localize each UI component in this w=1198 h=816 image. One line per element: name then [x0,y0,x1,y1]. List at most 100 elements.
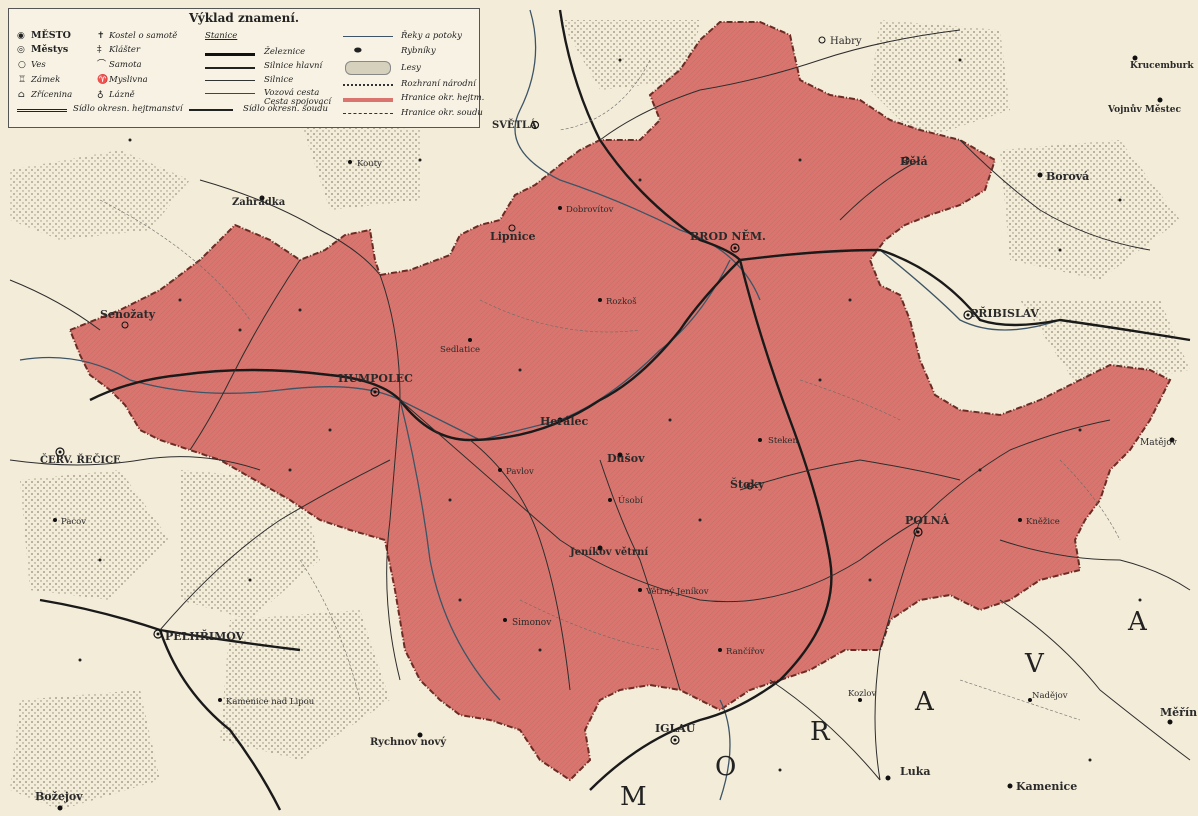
town-polna[interactable]: POLNÁ [905,513,950,537]
town-lipnice[interactable]: Lipnice [490,224,535,243]
forest-swatch-icon [345,61,391,75]
legend-item: Řeky a potoky [401,31,462,41]
solitude-symbol-icon: ⌒ [97,60,107,70]
legend-title: Výklad znamení. [188,11,300,25]
town-kozlov[interactable]: Kozlov [848,689,877,702]
town-label: Senožaty [100,308,156,321]
town-jenikov-vetrni[interactable]: Jeníkov větrní [569,545,648,559]
town-sedlatice[interactable]: Sedlatice [440,338,480,355]
town-pribislav[interactable]: PŘIBISLAV [963,306,1039,320]
town-svetla[interactable]: SVĚTLÁ [492,119,540,131]
region-text-morava: M O R A V A [620,607,1148,812]
town-pacov[interactable]: Pacov [53,517,86,527]
town-label: Kouty [357,159,382,169]
town-rozkos[interactable]: Rozkoš [598,296,637,307]
region-letter: M [620,782,647,812]
town-dobrovitov[interactable]: Dobrovítov [558,204,614,215]
town-label: Habry [830,36,862,47]
town-luka[interactable]: Luka [885,765,931,781]
legend-item: Lesy [401,63,421,73]
town-label: POLNÁ [905,513,950,527]
town-label: HUMPOLEC [338,372,413,385]
town-iglau[interactable]: IGLAU [655,722,696,745]
town-label: Krucemburk [1130,61,1194,71]
town-dusov[interactable]: Dušov [607,452,645,465]
town-simonov[interactable]: Simonov [503,618,552,628]
town-heralec[interactable]: Herálec [540,415,588,428]
legend-item: Hranice okr. hejtm. [401,93,485,103]
town-merin[interactable]: Měřín [1160,706,1197,725]
town-label: Měřín [1160,706,1197,719]
town-steken[interactable]: Steken [758,436,798,446]
town-label: Simonov [512,618,552,628]
legend-item: Zřícenina [31,90,73,100]
town-label: Kněžice [1026,516,1060,527]
region-letter: V [1024,649,1045,679]
region-letter: R [810,717,831,747]
town-label: Matějov [1140,437,1178,448]
town-usobi[interactable]: Úsobí [608,494,643,506]
town-zahradka[interactable]: Zahrádka [232,195,286,209]
town-borova[interactable]: Borová [1037,170,1090,183]
roads [9,29,1191,781]
town-pavlov[interactable]: Pavlov [498,467,534,477]
town-pelhrimov[interactable]: PELHŘIMOV [153,629,245,643]
town-label: Dušov [607,452,645,465]
town-rancirov[interactable]: Rančířov [718,646,765,657]
town-label: Úsobí [618,494,643,506]
district-hatching [70,22,1170,780]
town-label: ČERV. ŘEČICE [40,454,121,466]
town-label: Zahrádka [232,197,286,208]
town-label: Lipnice [490,230,535,243]
village-dots [78,58,1142,772]
town-label: Bělá [900,155,928,168]
town-cerv-recice[interactable]: ČERV. ŘEČICE [40,447,121,466]
town-label: Pavlov [506,467,534,477]
court-seat-line-icon [189,109,233,111]
legend-item: MĚSTO [31,30,71,41]
town-label: IGLAU [655,722,696,735]
town-kouty[interactable]: Kouty [348,159,382,169]
town-label: Vojnův Městec [1107,104,1182,115]
legend-item: Zámek [31,75,61,85]
town-knezice[interactable]: Kněžice [1018,516,1060,527]
river-line-icon [343,36,393,37]
town-nadejov[interactable]: Nadějov [1028,690,1068,702]
legend-item: Rozhraní národní [401,79,476,89]
town-vetrny-jenikov[interactable]: Větrný Jeníkov [638,586,709,597]
town-rychnov-novy[interactable]: Rychnov nový [370,732,447,749]
town-krucemburk[interactable]: Krucemburk [1130,55,1194,72]
town-humpolec[interactable]: HUMPOLEC [338,372,413,397]
spa-symbol-icon: ♁ [97,90,104,100]
town-kamenice[interactable]: Kamenice [1007,780,1078,793]
railways [39,9,1191,811]
district-seat-line-icon [17,109,67,112]
town-label: Kozlov [848,689,877,699]
town-label: BROD NĚM. [690,229,766,243]
town-label: Větrný Jeníkov [645,586,709,597]
legend-item: Stanice [205,31,238,41]
town-label: Nadějov [1032,690,1068,701]
town-brod-nem[interactable]: BROD NĚM. [690,229,766,253]
region-letter: A [1127,607,1148,637]
town-label: Sedlatice [440,345,480,355]
town-kamenice-nad-lipou[interactable]: Kamenice nad Lipou [218,697,315,707]
legend-item: Cesta spojovací [264,97,332,107]
town-stoky[interactable]: Štoky [730,477,765,491]
town-label: Steken [768,436,798,446]
legend-item: Myslivna [109,75,148,85]
town-bela[interactable]: Bělá [900,155,928,168]
town-habry[interactable]: Habry [818,36,862,47]
village-symbol-icon: ○ [18,60,26,70]
town-bozejov[interactable]: Božejov [35,790,83,811]
legend-item: Sídlo okresn. hejtmanství [73,104,183,114]
town-label: Rozkoš [606,296,637,307]
town-matejov[interactable]: Matějov [1140,437,1178,448]
legend-item: Ves [31,60,46,70]
city-symbol-icon: ◉ [17,31,25,41]
town-label: PŘIBISLAV [970,306,1039,320]
legend-item: Klášter [109,45,141,55]
town-vojnuv-mestec[interactable]: Vojnův Městec [1107,97,1182,116]
town-senozaty[interactable]: Senožaty [100,308,156,329]
